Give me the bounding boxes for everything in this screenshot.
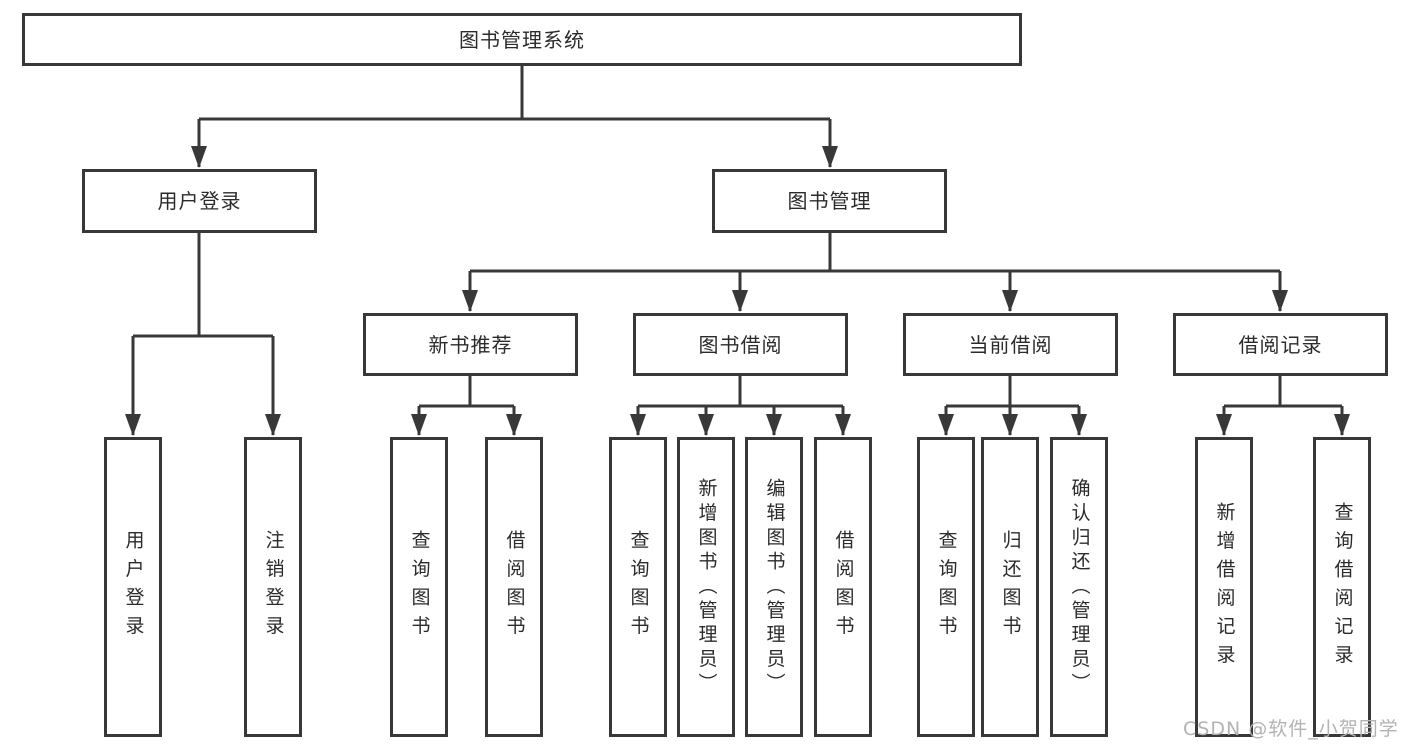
node-leaf-query-borrow-record-label: 查询借阅记录 [1331, 501, 1354, 673]
node-leaf-add-books-admin-label: 新增图书（管理员） [695, 477, 718, 697]
node-borrowing-records-label: 借阅记录 [1238, 332, 1323, 357]
csdn-watermark: CSDN @软件_小贺同学 [1183, 718, 1399, 740]
node-leaf-query-books-3-label: 查询图书 [935, 530, 958, 644]
node-new-book-recommendation: 新书推荐 [363, 313, 578, 376]
node-leaf-add-borrow-record: 新增借阅记录 [1195, 437, 1253, 737]
node-leaf-add-borrow-record-label: 新增借阅记录 [1213, 501, 1236, 673]
node-leaf-return-books-label: 归还图书 [999, 530, 1022, 644]
node-new-book-recommendation-label: 新书推荐 [428, 332, 513, 357]
node-leaf-query-books-1-label: 查询图书 [408, 530, 431, 644]
node-root: 图书管理系统 [22, 13, 1022, 66]
node-user-login-group: 用户登录 [82, 169, 317, 233]
node-leaf-query-borrow-record: 查询借阅记录 [1313, 437, 1371, 737]
node-leaf-confirm-return-admin: 确认归还（管理员） [1050, 437, 1108, 737]
node-leaf-return-books: 归还图书 [981, 437, 1039, 737]
node-leaf-borrow-books-2-label: 借阅图书 [832, 530, 855, 644]
node-leaf-query-books-2: 查询图书 [609, 437, 667, 737]
node-leaf-confirm-return-admin-label: 确认归还（管理员） [1068, 477, 1091, 697]
node-root-label: 图书管理系统 [459, 27, 585, 52]
node-leaf-query-books-3: 查询图书 [917, 437, 975, 737]
node-book-borrowing-label: 图书借阅 [698, 332, 783, 357]
node-leaf-borrow-books-1: 借阅图书 [485, 437, 543, 737]
node-leaf-query-books-1: 查询图书 [390, 437, 448, 737]
node-leaf-user-login-label: 用户登录 [122, 530, 145, 644]
node-leaf-borrow-books-1-label: 借阅图书 [503, 530, 526, 644]
node-leaf-query-books-2-label: 查询图书 [627, 530, 650, 644]
node-current-borrowing-label: 当前借阅 [968, 332, 1053, 357]
node-leaf-add-books-admin: 新增图书（管理员） [677, 437, 735, 737]
node-leaf-edit-books-admin-label: 编辑图书（管理员） [763, 477, 786, 697]
node-leaf-user-login: 用户登录 [104, 437, 162, 737]
node-leaf-logout: 注销登录 [244, 437, 302, 737]
node-book-management-label: 图书管理 [787, 189, 872, 213]
node-borrowing-records: 借阅记录 [1173, 313, 1388, 376]
node-leaf-borrow-books-2: 借阅图书 [814, 437, 872, 737]
node-leaf-edit-books-admin: 编辑图书（管理员） [745, 437, 803, 737]
node-leaf-logout-label: 注销登录 [262, 530, 285, 644]
node-book-borrowing: 图书借阅 [633, 313, 848, 376]
node-current-borrowing: 当前借阅 [903, 313, 1118, 376]
node-book-management: 图书管理 [712, 169, 947, 233]
node-user-login-group-label: 用户登录 [157, 189, 242, 213]
